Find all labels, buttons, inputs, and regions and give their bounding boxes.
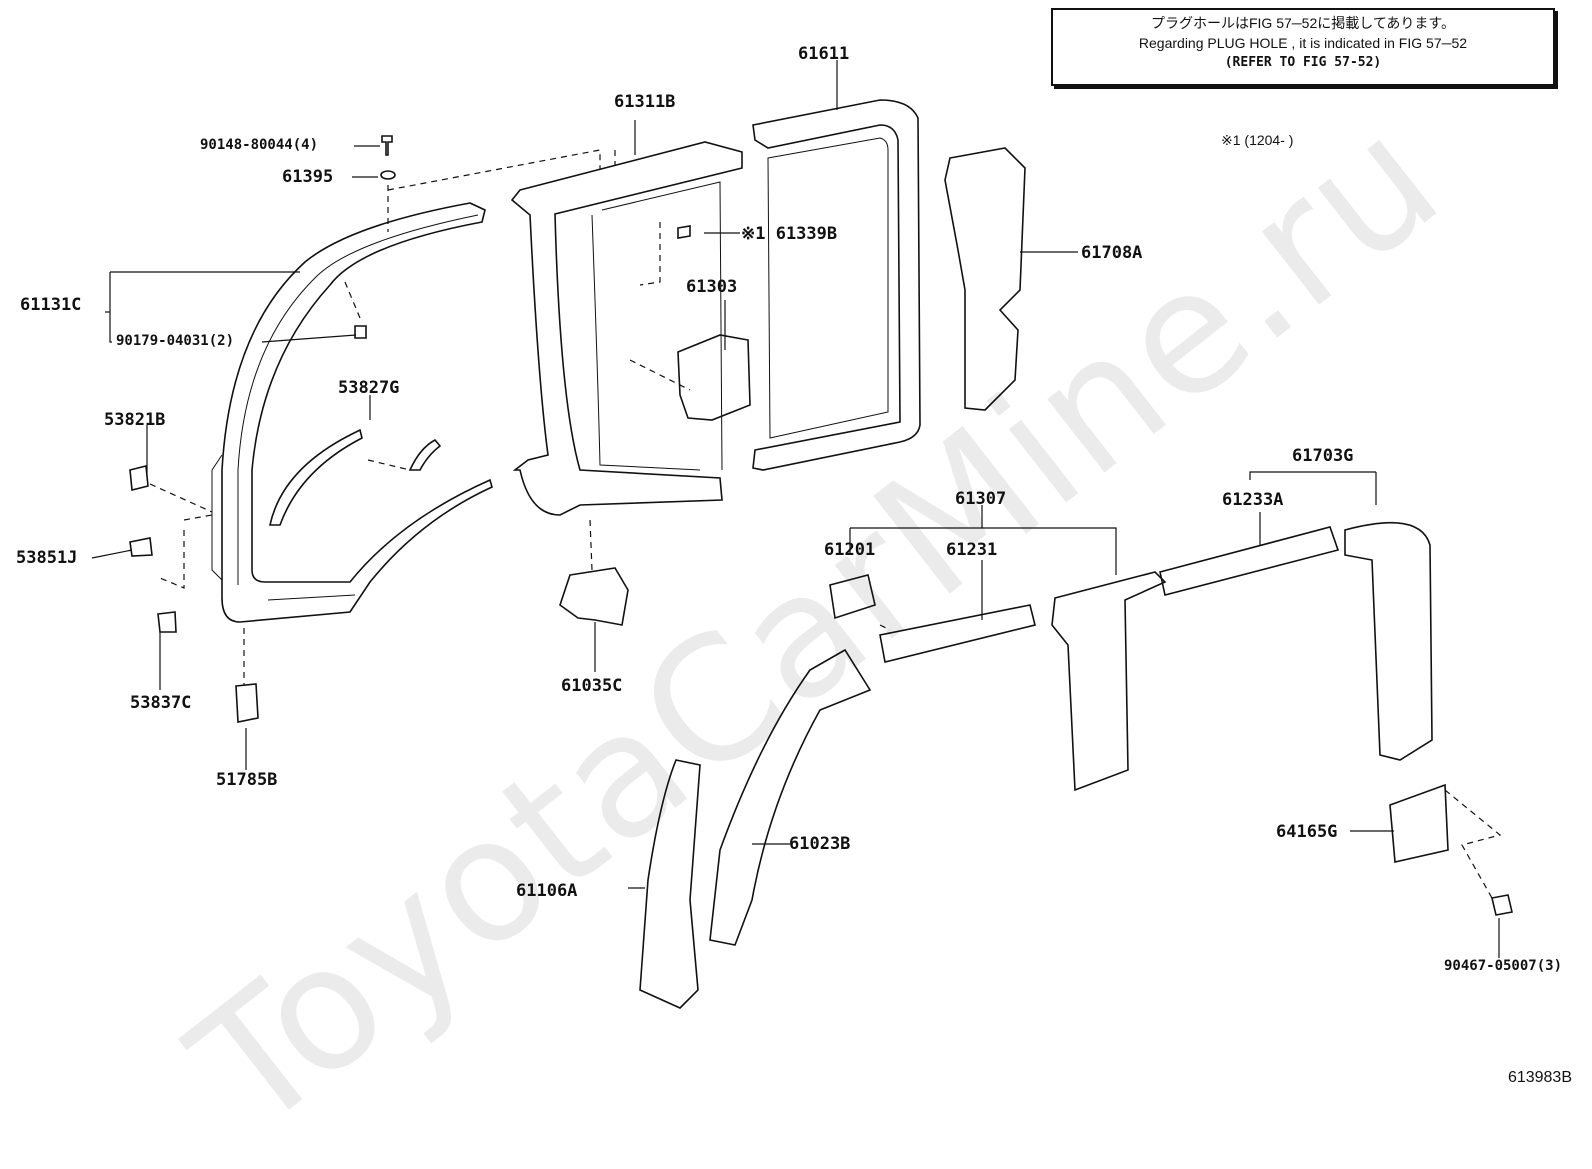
note-line-ja: プラグホールはFIG 57─52に掲載してあります。 <box>1150 15 1456 31</box>
part-61339b-drawing <box>677 225 691 239</box>
parts-diagram <box>91 60 1513 1009</box>
label-90179-04031: 90179-04031(2) <box>116 333 235 349</box>
label-61035c: 61035C <box>561 676 623 696</box>
part-61106a-drawing <box>639 759 701 1009</box>
part-53821b-drawing <box>129 464 149 492</box>
part-61201-drawing <box>829 574 876 620</box>
note-line-en: Regarding PLUG HOLE , it is indicated in… <box>1138 35 1468 51</box>
label-61339b: ※1 61339B <box>741 224 838 244</box>
leader-lines <box>91 60 1500 958</box>
label-90148-80044: 90148-80044(4) <box>200 137 319 153</box>
part-61131c-drawing <box>211 202 493 623</box>
label-61303: 61303 <box>686 277 738 297</box>
label-61233a: 61233A <box>1222 490 1284 510</box>
label-53827g: 53827G <box>338 378 400 398</box>
label-61703g: 61703G <box>1292 446 1354 466</box>
label-61307: 61307 <box>955 489 1007 509</box>
label-61311b: 61311B <box>614 92 676 112</box>
part-61303-drawing <box>677 334 751 421</box>
label-61231: 61231 <box>946 540 998 560</box>
part-61703g-drawing <box>1344 521 1433 761</box>
label-61106a: 61106A <box>516 881 578 901</box>
note-line-refer: (REFER TO FIG 57-52) <box>1224 55 1382 70</box>
dashed-connectors <box>149 149 1502 899</box>
part-90148-drawing <box>381 135 393 156</box>
label-61201: 61201 <box>824 540 876 560</box>
part-53851j-drawing <box>129 537 153 557</box>
part-90179-drawing <box>354 325 367 339</box>
part-61611-drawing <box>752 99 921 471</box>
label-51785b: 51785B <box>216 770 278 790</box>
plug-hole-note: プラグホールはFIG 57─52に掲載してあります。 Regarding PLU… <box>1051 8 1555 86</box>
part-61708a-drawing <box>944 147 1026 411</box>
label-61708a: 61708A <box>1081 243 1143 263</box>
part-61311b-drawing <box>510 141 743 516</box>
part-53827g-drawing <box>269 428 363 526</box>
label-61131c: 61131C <box>20 295 82 315</box>
applicability-note: ※1 (1204- ) <box>1221 132 1294 148</box>
label-61023b: 61023B <box>789 834 851 854</box>
part-53837c-drawing <box>157 611 177 633</box>
part-51785b-drawing <box>235 683 259 723</box>
label-53821b: 53821B <box>104 410 166 430</box>
part-61233a-drawing <box>1159 526 1340 596</box>
part-64165g-drawing <box>1389 783 1449 863</box>
part-61307-drawing <box>1051 571 1167 792</box>
label-61395: 61395 <box>282 167 334 187</box>
label-64165g: 64165G <box>1276 822 1338 842</box>
label-61611: 61611 <box>798 44 850 64</box>
part-61023b-drawing <box>709 648 872 946</box>
part-61395-drawing <box>380 170 396 180</box>
label-53851j: 53851J <box>16 548 78 568</box>
part-61035c-drawing <box>559 567 629 626</box>
part-90467-drawing <box>1491 894 1513 916</box>
part-61231-drawing <box>879 604 1036 663</box>
label-53837c: 53837C <box>130 693 192 713</box>
diagram-id: 613983B <box>1507 1069 1572 1086</box>
label-90467-05007: 90467-05007(3) <box>1444 958 1563 974</box>
